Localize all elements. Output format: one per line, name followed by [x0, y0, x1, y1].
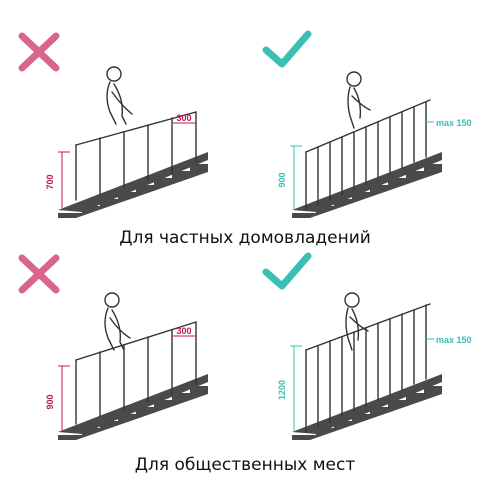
private-bad-panel: 700 300 [18, 32, 208, 218]
gap-label: max 150 [436, 118, 472, 128]
height-label: 700 [45, 174, 55, 189]
check-icon [262, 30, 312, 68]
height-dimension: 700 [45, 151, 70, 208]
gap-dimension: max 150 [426, 335, 472, 345]
person-figure [346, 71, 371, 129]
staircase [292, 374, 442, 440]
staircase [292, 152, 442, 218]
public-bad-panel: 900 300 [18, 254, 208, 440]
height-label: 1200 [277, 380, 287, 400]
height-dimension: 900 [277, 145, 302, 210]
person-figure [344, 292, 369, 351]
public-good-panel: 1200 max 150 [262, 252, 472, 440]
height-dimension: 900 [45, 365, 70, 432]
person-figure [106, 66, 133, 125]
person-figure [104, 292, 131, 351]
gap-label: 300 [176, 326, 191, 336]
railing [305, 303, 431, 433]
cross-icon [18, 254, 60, 294]
staircase [58, 374, 208, 440]
private-caption: Для частных домовладений [119, 228, 371, 248]
railing [75, 321, 197, 425]
height-label: 900 [45, 394, 55, 409]
private-good-panel: 900 max 150 [262, 30, 472, 218]
height-dimension: 1200 [277, 345, 302, 432]
gap-dimension: 300 [172, 326, 196, 337]
gap-label: max 150 [436, 335, 472, 345]
gap-dimension: max 150 [426, 118, 472, 128]
cross-icon [18, 32, 60, 72]
staircase [58, 152, 208, 218]
gap-label: 300 [176, 113, 191, 123]
railing [75, 111, 197, 201]
gap-dimension: 300 [172, 113, 196, 124]
height-label: 900 [277, 172, 287, 187]
check-icon [262, 252, 312, 290]
railing [305, 99, 431, 211]
public-caption: Для общественных мест [134, 455, 356, 475]
